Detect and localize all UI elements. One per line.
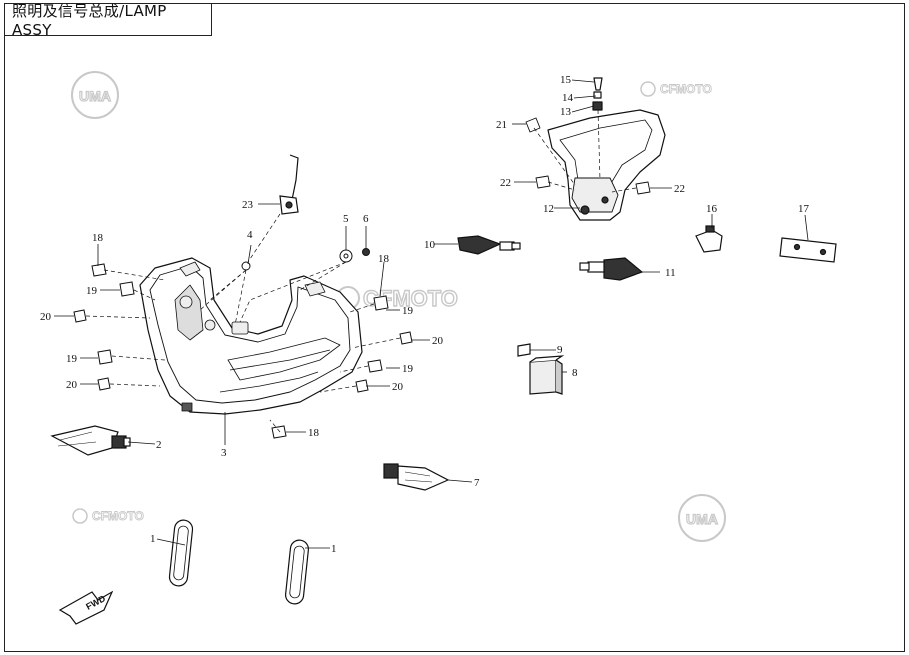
callout-20-left-upper: 20 bbox=[40, 311, 52, 323]
turn-signal-front-right bbox=[383, 463, 450, 491]
callout-7: 7 bbox=[474, 477, 480, 489]
nut-20-left-upper bbox=[73, 309, 87, 323]
callout-19-left-lower: 19 bbox=[66, 353, 78, 365]
callout-2: 2 bbox=[156, 439, 162, 451]
tail-light-bracket bbox=[525, 77, 666, 221]
callout-numbers: 1 1 2 3 4 5 6 7 8 9 10 11 12 13 14 15 16… bbox=[40, 74, 810, 555]
callout-22-right: 22 bbox=[674, 183, 685, 195]
uma-watermark-text: UMA bbox=[686, 511, 718, 527]
assembly-lines bbox=[85, 109, 637, 433]
headlight-assembly bbox=[139, 257, 363, 415]
callout-23: 23 bbox=[242, 199, 254, 211]
cfmoto-watermark-text: CFMOTO bbox=[660, 82, 712, 96]
callout-1b: 1 bbox=[331, 543, 337, 555]
clip-19-left bbox=[119, 281, 135, 297]
clip-18-right bbox=[373, 295, 389, 311]
cfmoto-logo-bottom-left: CFMOTO bbox=[72, 508, 144, 524]
connector-part-16 bbox=[695, 225, 723, 253]
page-title: 照明及信号总成/LAMP ASSY bbox=[12, 1, 167, 39]
fwd-arrow: FWD bbox=[58, 590, 114, 625]
callout-15: 15 bbox=[560, 74, 572, 86]
callout-9: 9 bbox=[557, 344, 563, 356]
callout-21: 21 bbox=[496, 119, 507, 131]
title-box: 照明及信号总成/LAMP ASSY bbox=[4, 1, 212, 39]
leader-lines bbox=[54, 79, 809, 549]
turn-signal-rear-right bbox=[579, 257, 644, 281]
callout-20-left-lower: 20 bbox=[66, 379, 78, 391]
callout-18-right: 18 bbox=[378, 253, 390, 265]
turn-signal-front-left bbox=[50, 425, 131, 456]
uma-logo-bottom-right: UMA bbox=[678, 494, 726, 542]
sensor-bracket-with-wire bbox=[279, 154, 299, 215]
callout-18-left: 18 bbox=[92, 232, 104, 244]
screw-4 bbox=[241, 261, 251, 271]
cfmoto-logo-top-right: CFMOTO bbox=[640, 81, 712, 97]
nut-20-right-upper bbox=[399, 331, 413, 345]
callout-20-right-lower: 20 bbox=[392, 381, 404, 393]
turn-signal-rear-left bbox=[457, 235, 521, 255]
reflector-plate bbox=[779, 237, 837, 263]
callout-11: 11 bbox=[665, 267, 676, 279]
drawing-frame bbox=[4, 3, 905, 652]
callout-14: 14 bbox=[562, 92, 574, 104]
callout-12: 12 bbox=[543, 203, 554, 215]
callout-5: 5 bbox=[343, 213, 349, 225]
callout-13: 13 bbox=[560, 106, 572, 118]
callout-19-right-upper: 19 bbox=[402, 305, 414, 317]
clip-19-right bbox=[367, 359, 383, 373]
callout-20-right-upper: 20 bbox=[432, 335, 444, 347]
callout-8: 8 bbox=[572, 367, 578, 379]
clip-19-left-lower bbox=[97, 349, 113, 365]
callout-18-bottom: 18 bbox=[308, 427, 320, 439]
callout-4: 4 bbox=[247, 229, 253, 241]
callout-16: 16 bbox=[706, 203, 718, 215]
uma-logo-top-left: UMA bbox=[71, 71, 119, 119]
cfmoto-logo-center: CFMOTO bbox=[336, 285, 459, 312]
clip-18-left bbox=[91, 263, 107, 277]
nut-6 bbox=[362, 248, 370, 256]
callout-3: 3 bbox=[221, 447, 227, 459]
callout-1a: 1 bbox=[150, 533, 156, 545]
reflector-right bbox=[284, 539, 310, 605]
uma-watermark-text: UMA bbox=[79, 88, 111, 104]
clip-18-bottom bbox=[271, 425, 287, 439]
callout-19-right-lower: 19 bbox=[402, 363, 414, 375]
callout-17: 17 bbox=[798, 203, 810, 215]
callout-19-left-upper: 19 bbox=[86, 285, 98, 297]
nut-20-left-lower bbox=[97, 377, 111, 391]
flasher-relay bbox=[517, 343, 565, 395]
reflector-left bbox=[168, 519, 194, 587]
callout-22-left: 22 bbox=[500, 177, 511, 189]
callout-6: 6 bbox=[363, 213, 369, 225]
nut-20-right-lower bbox=[355, 379, 369, 393]
washer-5 bbox=[339, 249, 353, 263]
cfmoto-watermark-text: CFMOTO bbox=[92, 509, 144, 523]
callout-10: 10 bbox=[424, 239, 436, 251]
